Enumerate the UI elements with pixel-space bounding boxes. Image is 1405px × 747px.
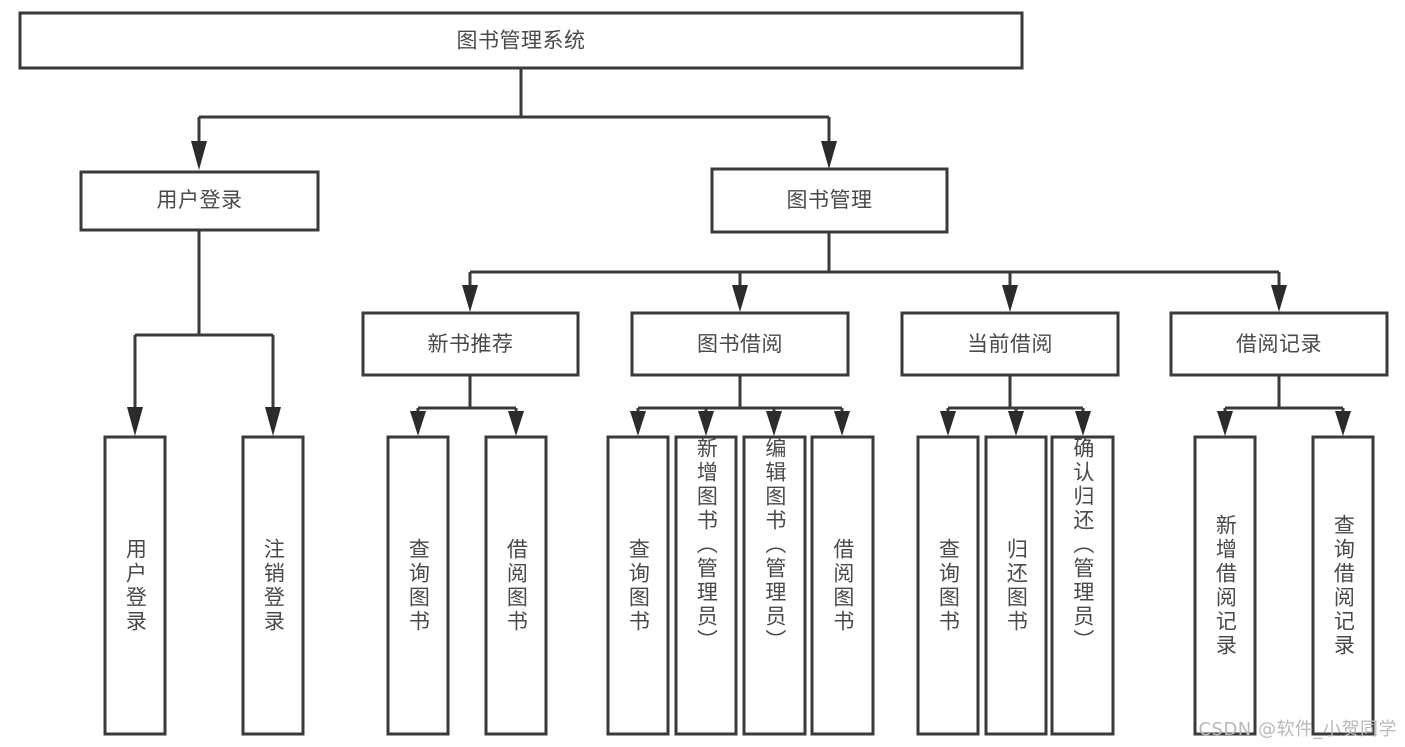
leaf-box-4[interactable] [606,435,670,736]
root-label: 图书管理系统 [457,29,586,53]
leaf-box-3[interactable] [484,435,548,736]
arrow-head-ul-2 [265,407,281,436]
level3-label-2: 当前借阅 [967,332,1053,356]
connector-root-to-level2 [191,68,837,170]
level3-label-0: 新书推荐 [428,332,514,356]
arrow-head-br-2 [1335,411,1351,436]
connector-currentborrow-to-leaves [940,375,1091,436]
arrow-head-bm-4 [1271,285,1287,312]
leaf-box-10[interactable] [1050,435,1115,736]
arrow-head-bm-1 [462,285,478,312]
connector-newbook-to-leaves [410,375,524,436]
arrow-head-bb-4 [834,411,850,436]
connector-bookborrow-to-leaves [630,375,850,436]
arrow-head-cb-1 [940,411,956,436]
leaf-box-6[interactable] [742,435,807,736]
connector-bookmgmt-to-level3 [462,232,1287,312]
level3-box-3[interactable] [1169,311,1389,377]
arrow-head-ul-1 [127,407,143,436]
level2-label-1: 图书管理 [787,188,873,212]
leaf-box-8[interactable] [916,435,980,736]
arrow-head-br-1 [1217,411,1233,436]
leaf-box-2[interactable] [386,435,450,736]
arrow-head-bb-2 [698,411,714,436]
level3-box-1[interactable] [630,311,850,377]
csdn-watermark: CSDN @软件_小贺同学 [1198,719,1397,740]
arrow-head-cb-2 [1008,411,1024,436]
arrow-head-cb-3 [1075,411,1091,436]
node-book-management[interactable]: 图书管理 [710,167,949,234]
leaf-box-5[interactable] [674,435,738,736]
level3-box-2[interactable] [900,311,1120,377]
node-book-borrow[interactable]: 图书借阅 [630,311,850,377]
connector-user-login-to-leaves [127,230,281,436]
leaf-box-9[interactable] [984,435,1048,736]
node-current-borrow[interactable]: 当前借阅 [900,311,1120,377]
leaf-box-7[interactable] [810,435,875,736]
level2-box-1[interactable] [710,167,949,234]
node-root[interactable]: 图书管理系统 [18,11,1024,70]
level3-label-1: 图书借阅 [697,332,783,356]
node-new-book-recommend[interactable]: 新书推荐 [361,311,580,377]
connector-borrowrecord-to-leaves [1217,375,1351,436]
leaf-box-12[interactable] [1311,435,1375,736]
level3-box-0[interactable] [361,311,580,377]
leaf-box-1[interactable] [241,435,305,736]
leaf-box-11[interactable] [1193,435,1257,736]
arrow-head-nb-1 [410,411,426,436]
level2-label-0: 用户登录 [157,188,243,212]
arrow-head-bm-3 [1002,285,1018,312]
arrow-head-nb-2 [508,411,524,436]
arrow-head-bm-2 [732,285,748,312]
arrow-head-bb-3 [766,411,782,436]
node-user-login[interactable]: 用户登录 [79,170,320,232]
node-borrow-record[interactable]: 借阅记录 [1169,311,1389,377]
leaf-box-0[interactable] [103,435,167,736]
leaf-boxes [103,435,1375,736]
arrow-head-root-1 [191,141,207,170]
arrow-head-root-2 [821,141,837,169]
arrow-head-bb-1 [630,411,646,436]
root-box[interactable] [18,11,1024,70]
level3-label-3: 借阅记录 [1236,332,1322,356]
